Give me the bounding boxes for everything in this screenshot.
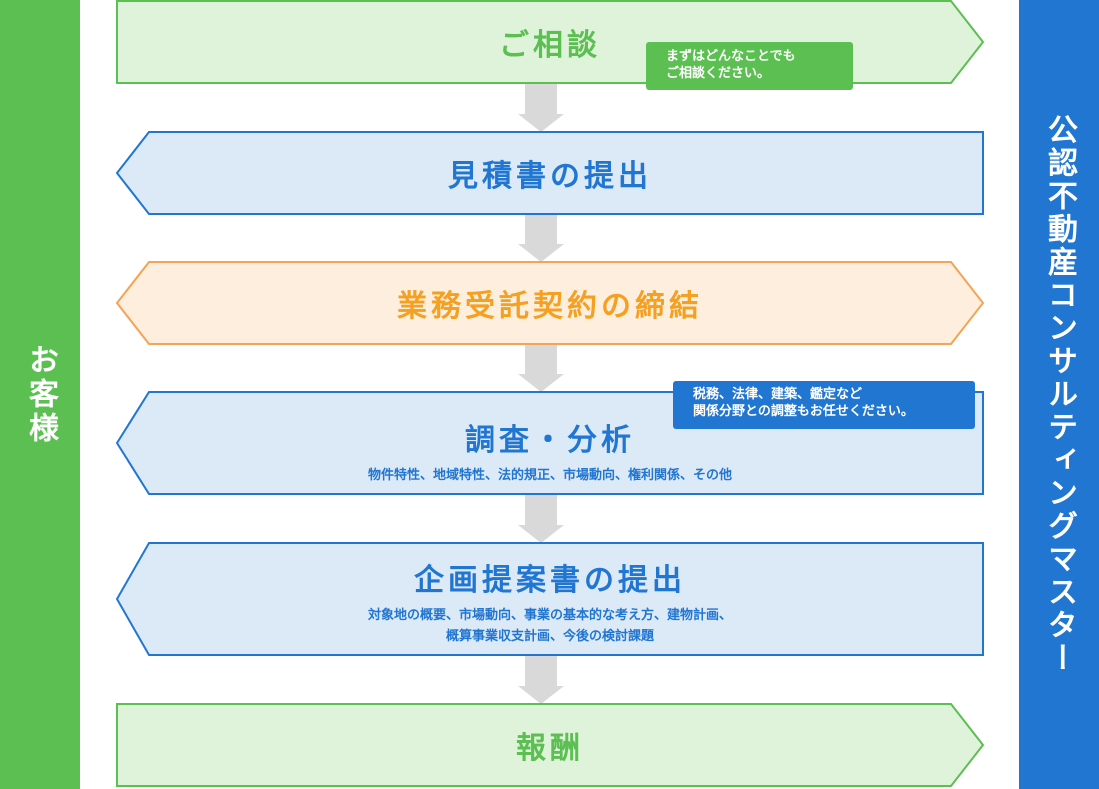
flow-arrow-2 [518,214,564,262]
step-proposal: 企画提案書の提出 対象地の概要、市場動向、事業の基本的な考え方、建物計画、 概算… [117,543,983,655]
step-contract: 業務受託契約の締結 [117,262,983,344]
client-side-bar: お客様 [0,0,80,789]
flow-arrow-1 [518,83,564,132]
step-proposal-detail-2: 概算事業収支計画、今後の検討課題 [445,629,654,644]
analysis-note: 税務、法律、建築、鑑定など 関係分野との調整もお任せください。 [673,381,975,429]
consult-note-line-2: ご相談ください。 [666,66,771,81]
consultant-side-bar: 公認不動産コンサルティングマスター [1019,0,1099,789]
step-fee: 報酬 [117,704,983,786]
consultant-label: 公認不動産コンサルティングマスター [1042,114,1077,675]
step-proposal-detail-1: 対象地の概要、市場動向、事業の基本的な考え方、建物計画、 [367,608,732,623]
step-proposal-title: 企画提案書の提出 [414,563,686,598]
step-consultation: ご相談 [117,1,983,83]
step-estimate-title: 見積書の提出 [448,159,652,194]
step-analysis: 調査・分析 物件特性、地域特性、法的規正、市場動向、権利関係、その他 [117,392,983,494]
step-analysis-title: 調査・分析 [465,422,635,458]
consult-note: まずはどんなことでも ご相談ください。 [646,42,853,90]
step-shape-proposal [115,542,984,656]
consult-note-line-1: まずはどんなことでも [666,49,796,64]
analysis-note-line-2: 関係分野との調整もお任せください。 [693,404,914,419]
flow-arrow-4 [518,494,564,543]
step-shape-estimate [115,131,984,215]
step-shape-fee [116,703,985,787]
client-label: お客様 [23,343,58,446]
flow-arrow-5 [518,655,564,704]
step-analysis-detail: 物件特性、地域特性、法的規正、市場動向、権利関係、その他 [367,467,732,483]
flow-arrow-3 [518,344,564,392]
step-contract-title: 業務受託契約の締結 [397,289,703,324]
step-consultation-title: ご相談 [499,28,601,63]
step-shape-contract [115,261,985,345]
step-fee-title: 報酬 [516,731,584,766]
analysis-note-line-1: 税務、法律、建築、鑑定など [693,387,863,402]
step-estimate: 見積書の提出 [117,132,983,214]
